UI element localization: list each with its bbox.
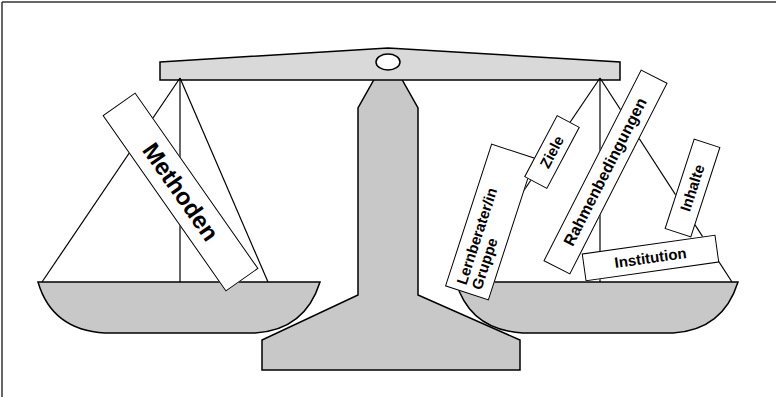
box-label: Institution [589,242,711,274]
frame-line [1,2,3,397]
frame-line [2,1,776,3]
box-label: Rahmenbedingungen [552,79,658,266]
left-pan [38,282,320,333]
right-pan [456,282,738,333]
label-box: Institution [581,235,719,282]
label-box: Inhalte [664,138,720,237]
label-box: Lernberater/in Gruppe [445,144,535,301]
box-label: Inhalte [672,147,712,229]
box-label: Ziele [532,124,572,181]
label-box: Ziele [524,115,580,189]
scale-beam [160,48,620,80]
box-label: Lernberater/in Gruppe [454,152,526,291]
pivot [376,54,400,70]
